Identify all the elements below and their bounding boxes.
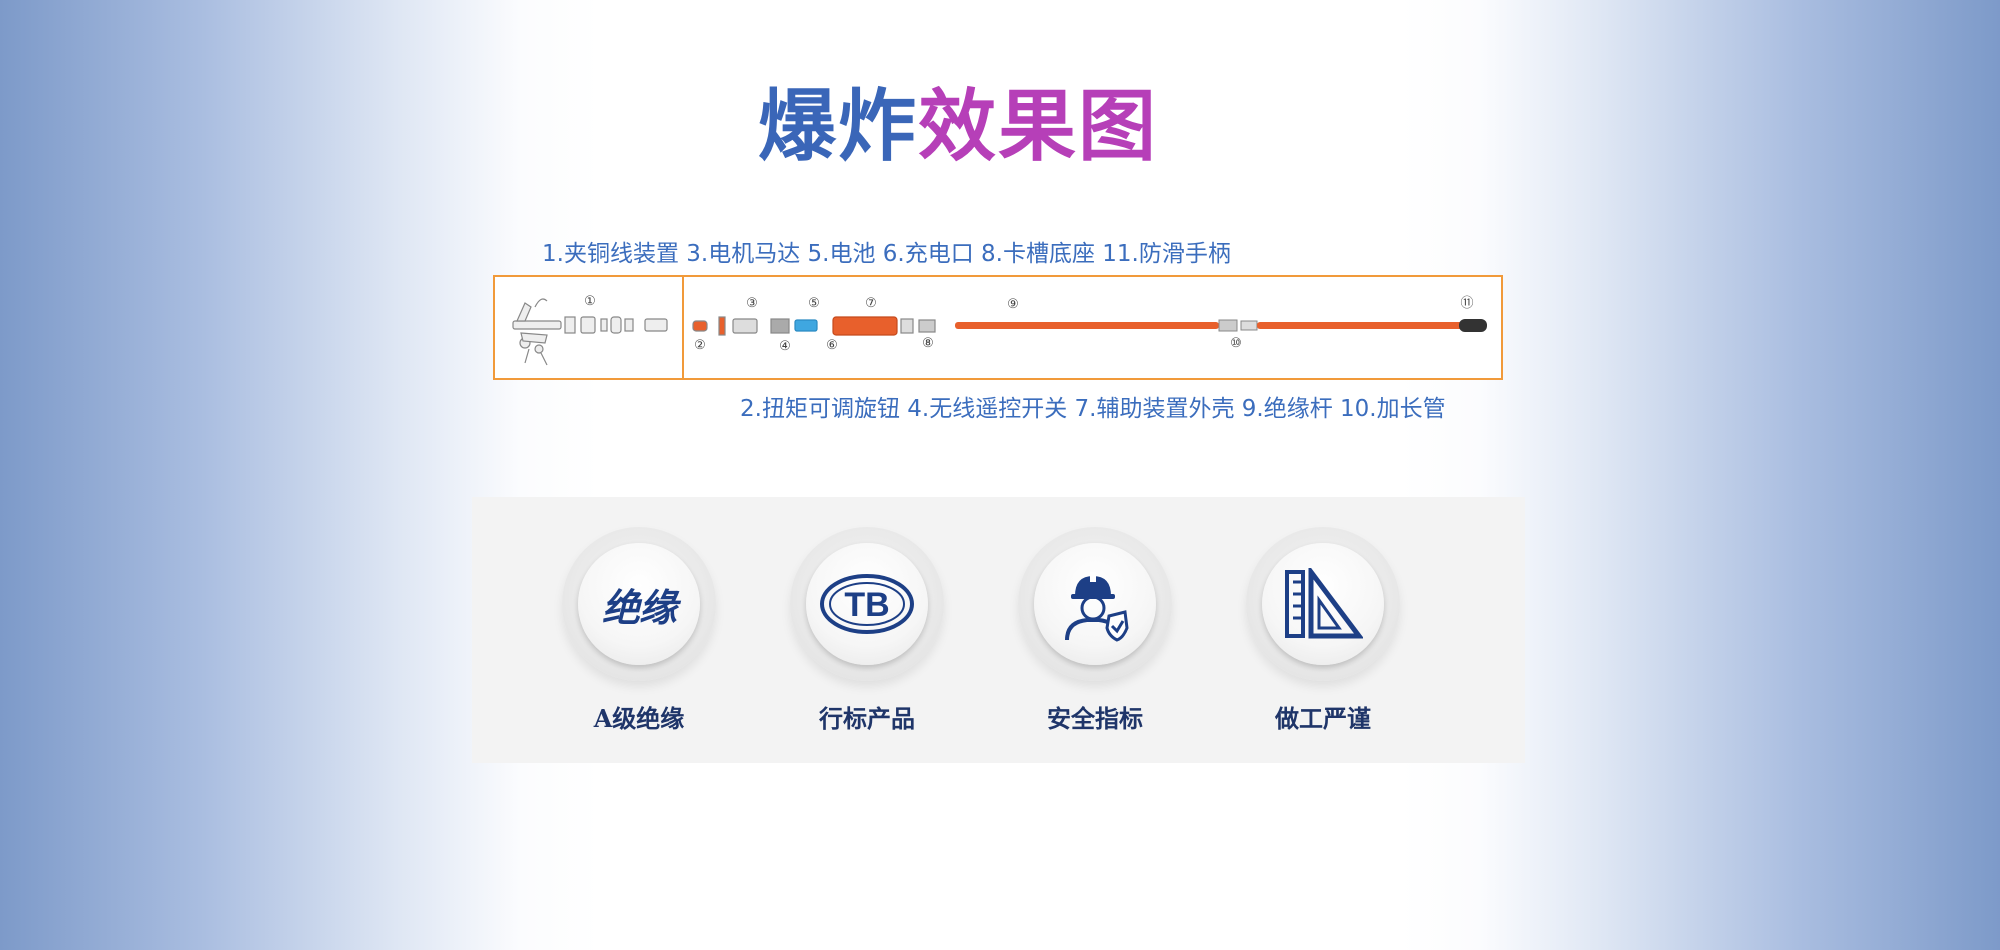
marker-8: ⑧ xyxy=(922,336,934,351)
insulation-badge-text: 绝缘 xyxy=(601,585,677,630)
exploded-diagram-drawing: ① ② ③ ④ ⑤ ⑥ ⑦ ⑧ ⑨ ⑩ ⑪ xyxy=(512,277,1487,378)
marker-6: ⑥ xyxy=(826,338,838,353)
marker-2: ② xyxy=(694,338,706,353)
marker-9: ⑨ xyxy=(1007,297,1019,312)
marker-5: ⑤ xyxy=(808,296,820,311)
marker-3: ③ xyxy=(746,296,758,311)
feature-label: A级绝缘 xyxy=(593,704,685,733)
tb-logo-ellipse: TB xyxy=(820,574,914,634)
page-title: 爆炸效果图 xyxy=(758,88,1158,166)
ruler-triangle-icon xyxy=(1262,543,1384,665)
feature-label: 做工严谨 xyxy=(1275,704,1371,733)
legend-top: 1.夹铜线装置 3.电机马达 5.电池 6.充电口 8.卡槽底座 11.防滑手柄 xyxy=(542,241,1231,267)
title-part-blue: 爆炸 xyxy=(758,82,919,172)
feature-label: 安全指标 xyxy=(1047,704,1143,733)
clamp-device-drawing xyxy=(512,298,668,366)
marker-1: ① xyxy=(584,294,596,309)
insulation-text-icon: 绝缘 xyxy=(578,543,700,665)
insulation-rod-drawing xyxy=(955,319,1487,332)
title-part-purple: 效果图 xyxy=(918,82,1159,172)
motor-parts-drawing xyxy=(692,316,936,336)
feature-label: 行标产品 xyxy=(819,704,915,733)
legend-bottom: 2.扭矩可调旋钮 4.无线遥控开关 7.辅助装置外壳 9.绝缘杆 10.加长管 xyxy=(740,396,1446,422)
worker-shield-icon xyxy=(1034,543,1156,665)
exploded-diagram: ① ② ③ ④ ⑤ ⑥ ⑦ ⑧ ⑨ ⑩ ⑪ xyxy=(493,275,1503,380)
marker-4: ④ xyxy=(779,339,791,354)
marker-10: ⑩ xyxy=(1230,336,1242,351)
tb-logo-icon: TB xyxy=(806,543,928,665)
features-panel: 绝缘 A级绝缘 TB 行标产品 安全指标 xyxy=(472,497,1525,763)
marker-11: ⑪ xyxy=(1460,296,1473,311)
ruler-triangle-drawing xyxy=(1285,568,1363,639)
worker-shield-drawing xyxy=(1065,572,1129,642)
marker-7: ⑦ xyxy=(865,296,877,311)
tb-logo-text: TB xyxy=(844,586,889,624)
